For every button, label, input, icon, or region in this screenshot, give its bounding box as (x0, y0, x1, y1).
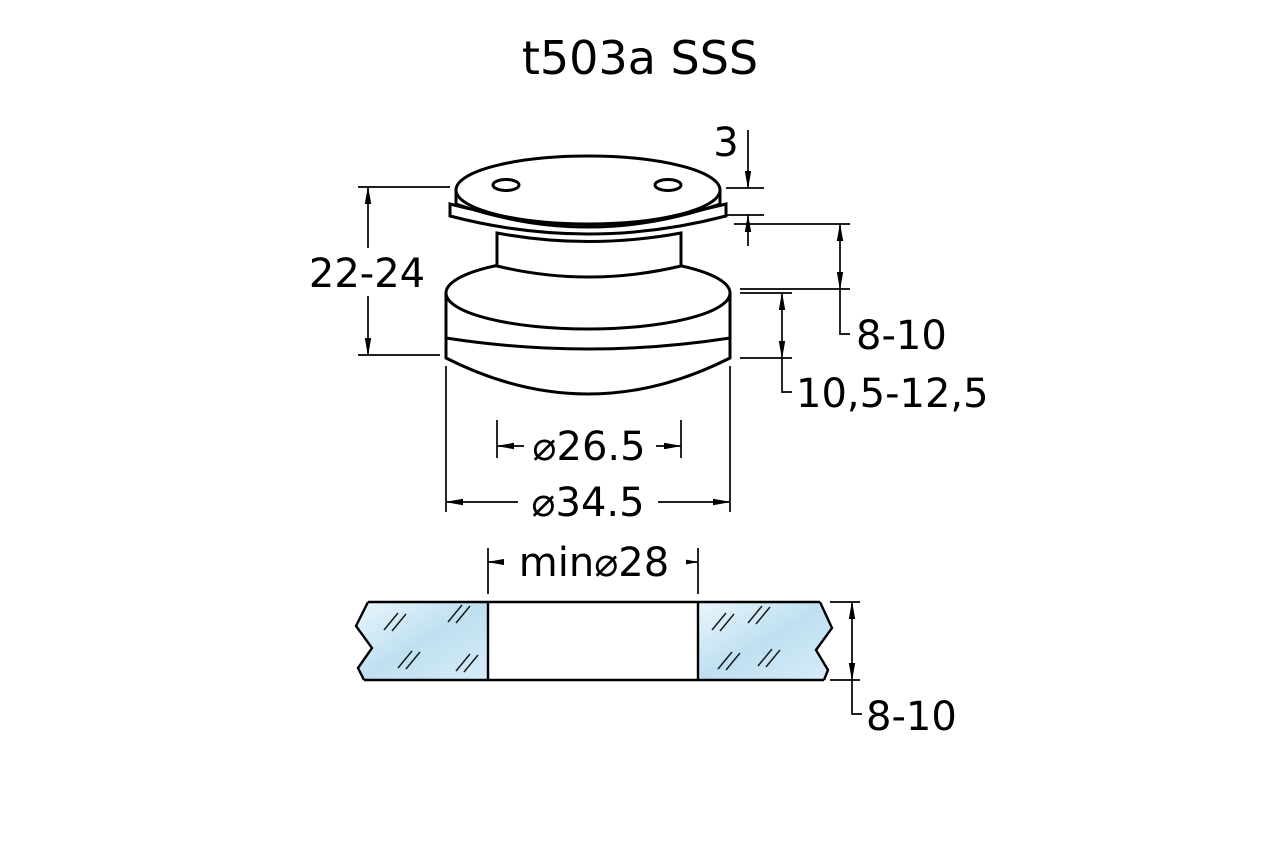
hatch-mark (747, 605, 771, 625)
hatch-mark (397, 650, 421, 670)
glass-break-line-left (354, 601, 374, 681)
dim-label-base-height: 10,5-12,5 (796, 371, 989, 417)
glass-pane-right (698, 602, 832, 680)
dim-label-cap-thickness: 3 (713, 120, 738, 166)
dim-neck-diameter: ⌀26.5 (496, 420, 682, 470)
dim-base-height-leader (781, 358, 792, 393)
dim-clamp-leader (839, 289, 850, 335)
dim-neck-mask (524, 424, 656, 468)
hatch-mark (383, 612, 407, 632)
glass-pane-left (356, 602, 488, 680)
base-disc (444, 255, 732, 396)
dim-min-hole: min⌀28 (487, 540, 699, 594)
dim-label-neck-diameter: ⌀26.5 (532, 424, 645, 470)
dim-label-glass-thickness: 8-10 (866, 694, 957, 740)
dim-label-clamp-range: 8-10 (856, 313, 947, 359)
cap-hole-right (653, 178, 683, 192)
cap (454, 154, 722, 229)
dim-glass-thickness: 8-10 (830, 601, 957, 740)
glass-hatch-marks (383, 604, 781, 673)
drawing-title: t503a SSS (522, 31, 758, 85)
hatch-mark (455, 653, 479, 673)
hatch-mark (711, 612, 735, 632)
base-gasket-line (445, 336, 731, 351)
glass-break-line-right (814, 601, 834, 681)
dim-total-height: 22-24 (300, 186, 450, 356)
dim-cap-thickness: 3 (713, 120, 764, 246)
dim-total-height-mask (300, 248, 438, 296)
dim-glass-leader (851, 680, 862, 715)
cap-top-ellipse (454, 154, 722, 226)
dim-label-base-diameter: ⌀34.5 (531, 480, 644, 526)
part-view (444, 154, 732, 396)
cap-hole-left (491, 178, 521, 192)
dim-base-mask (518, 480, 658, 524)
dim-base-height: 10,5-12,5 (740, 292, 989, 417)
neck-cylinder (495, 231, 683, 279)
hatch-mark (757, 648, 781, 668)
glass-section (354, 600, 834, 682)
hatch-mark (447, 604, 471, 624)
dim-label-total-height: 22-24 (309, 251, 425, 297)
dim-base-diameter: ⌀34.5 (445, 366, 731, 526)
dim-hole-mask (504, 540, 686, 584)
dim-clamp-range: 8-10 (734, 223, 947, 359)
dim-label-min-hole: min⌀28 (519, 540, 669, 586)
hatch-mark (717, 651, 741, 671)
